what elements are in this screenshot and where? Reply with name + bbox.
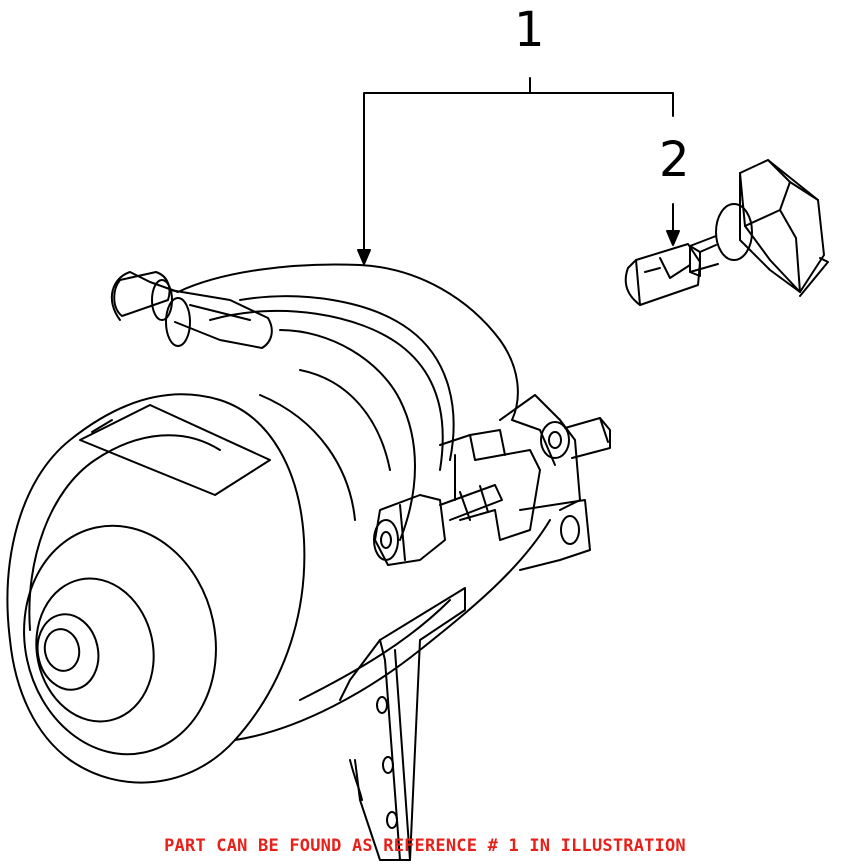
reference-caption: PART CAN BE FOUND AS REFERENCE # 1 IN IL… [164,836,686,856]
fog-lamp-assembly [3,264,610,860]
callout-number-1: 1 [514,2,545,58]
callout-number-2: 2 [659,132,690,188]
halogen-bulb [626,160,828,305]
callout-leader-lines [358,78,679,264]
